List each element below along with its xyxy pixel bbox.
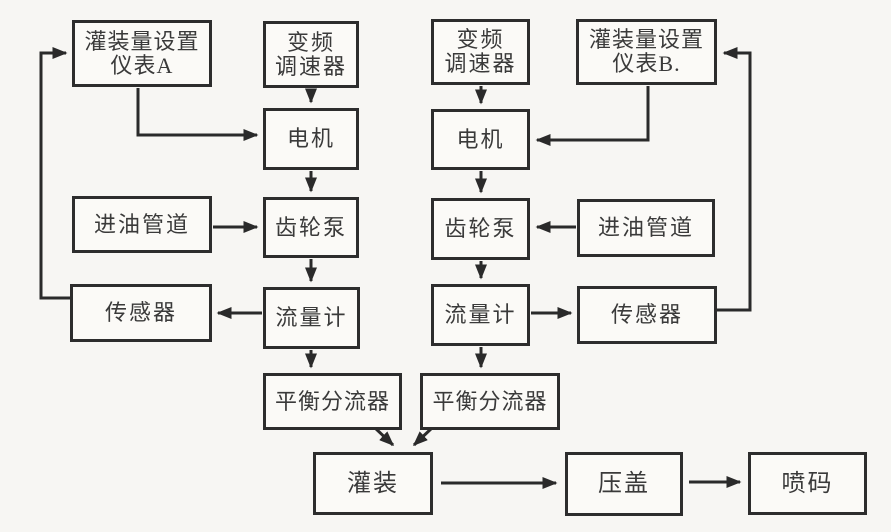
node-label: 平衡分流器 [274, 388, 390, 414]
node-label: 灌装 [347, 470, 399, 497]
node-label: 调速器 [274, 53, 347, 79]
node-label: 压盖 [598, 471, 650, 497]
node-label: 流量计 [275, 305, 348, 330]
node-label: 齿轮泵 [274, 214, 347, 240]
edge-splita-fill [372, 425, 395, 447]
node-label: 灌装量设置 [588, 27, 704, 52]
node-label: 变频 [286, 29, 335, 55]
node-motor-b: 电机 [431, 109, 530, 170]
node-capping: 压盖 [565, 452, 683, 516]
node-label: 仪表B. [612, 51, 681, 76]
node-sensor-a: 传感器 [70, 284, 212, 342]
node-oil-inlet-pipe-a: 进油管道 [72, 196, 212, 253]
node-label: 齿轮泵 [444, 216, 517, 241]
node-motor-a: 电机 [263, 108, 359, 170]
node-gear-pump-b: 齿轮泵 [431, 198, 530, 260]
node-gear-pump-a: 齿轮泵 [263, 197, 359, 258]
node-balance-splitter-b: 平衡分流器 [420, 373, 560, 430]
node-sensor-b: 传感器 [577, 286, 717, 344]
node-label: 电机 [456, 126, 505, 152]
edge-meterb-motorb [535, 86, 650, 146]
node-code-printing: 喷码 [748, 452, 867, 515]
node-label: 传感器 [610, 302, 683, 327]
node-label: 传感器 [104, 300, 177, 325]
node-label: 变频 [456, 27, 505, 52]
node-label: 喷码 [781, 470, 834, 497]
edge-metera-motora [136, 88, 259, 141]
node-oil-inlet-pipe-b: 进油管道 [577, 199, 715, 257]
edge-splitb-fill [412, 425, 435, 447]
node-label: 电机 [286, 126, 335, 151]
node-label: 流量计 [444, 302, 517, 327]
edge-sensora-metera [39, 47, 70, 300]
edge-sensorb-meterb [717, 47, 752, 312]
node-vfd-b: 变频 调速器 [431, 19, 530, 85]
node-label: 调速器 [444, 51, 517, 76]
node-filling: 灌装 [313, 452, 433, 515]
node-vfd-a: 变频 调速器 [263, 21, 359, 88]
node-label: 仪表A [110, 52, 174, 78]
node-filling-meter-b: 灌装量设置 仪表B. [576, 19, 717, 85]
node-label: 平衡分流器 [432, 388, 548, 414]
node-label: 进油管道 [597, 215, 694, 240]
node-label: 进油管道 [93, 211, 190, 237]
node-balance-splitter-a: 平衡分流器 [263, 373, 402, 430]
node-label: 灌装量设置 [84, 28, 200, 54]
node-filling-meter-a: 灌装量设置 仪表A [72, 20, 212, 87]
node-flow-meter-a: 流量计 [263, 287, 360, 349]
node-flow-meter-b: 流量计 [431, 284, 530, 346]
